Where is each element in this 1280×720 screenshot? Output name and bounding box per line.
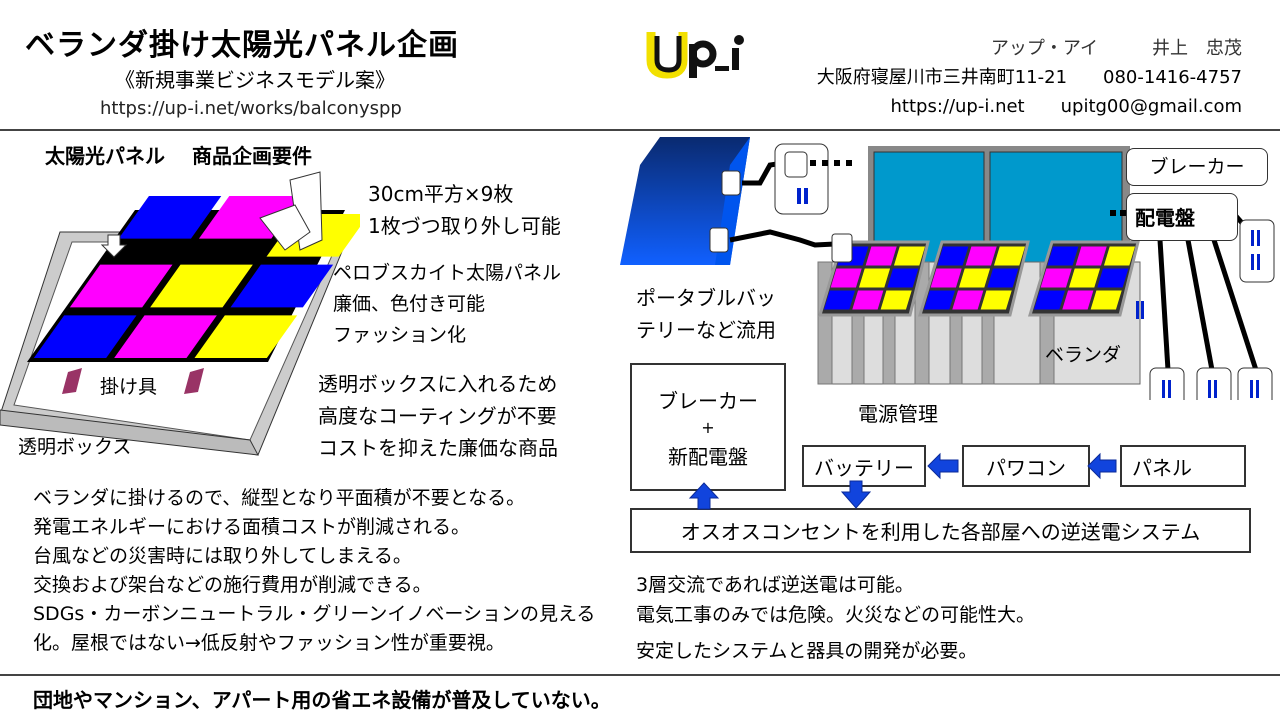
bullet-line: 化。屋根ではない→低反射やファッション性が重要視。 (33, 632, 505, 654)
panel-cell-yellow (880, 290, 912, 310)
panel-cell-blue (987, 268, 1019, 288)
feature-cheap: 廉価、色付き可能 (333, 293, 486, 315)
panel-cell-yellow (1090, 290, 1122, 310)
panel-cell-blue (937, 246, 969, 266)
box-note: 高度なコーティングが不要 (318, 404, 557, 428)
panel-cell-yellow (1103, 246, 1136, 266)
panel-cell-yellow (980, 290, 1012, 310)
divider-bottom (0, 674, 1280, 676)
note-line: 3層交流であれば逆送電は可能。 (636, 574, 914, 596)
panel-cell-yellow (194, 315, 298, 358)
panel-cell-yellow (993, 246, 1026, 266)
panel-cell-blue (923, 290, 956, 310)
feature-fashion: ファッション化 (333, 324, 467, 346)
address-phone: 大阪府寝屋川市三井南町11-21 080-1416-4757 (816, 67, 1242, 88)
plus-text: + (701, 417, 715, 437)
reverse-power-system-box: オスオスコンセントを利用した各部屋への逆送電システム (630, 508, 1251, 553)
feature-perovskite: ペロブスカイト太陽パネル (333, 262, 562, 284)
panel-cell-blue (887, 268, 919, 288)
panel-cell-blue (118, 196, 222, 239)
divider-top (0, 129, 1280, 131)
panel-cell-magenta (865, 246, 897, 266)
panel-cell-blue (33, 315, 137, 358)
panel-board-label: 配電盤 (1126, 193, 1238, 241)
panel-cell-magenta (1062, 290, 1094, 310)
box-note: 透明ボックスに入れるため (318, 372, 558, 396)
panel-cell-blue (1047, 246, 1079, 266)
new-panel-text: 新配電盤 (668, 444, 748, 469)
project-url[interactable]: https://up-i.net/works/balconyspp (100, 98, 402, 119)
subtitle: 《新規事業ビジネスモデル案》 (115, 68, 395, 92)
bullet-line: 交換および架台などの施行費用が削減できる。 (33, 574, 432, 596)
panel-cell-magenta (930, 268, 962, 288)
bullet-line: SDGs・カーボンニュートラル・グリーンイノベーションの見える (33, 603, 596, 625)
footer-text: 団地やマンション、アパート用の省エネ設備が普及していない。 (33, 688, 611, 712)
spec-removable: 1枚づつ取り外し可能 (368, 214, 561, 238)
panel-cell-magenta (1075, 246, 1107, 266)
panel-cell-blue (1033, 290, 1066, 310)
box-label: 透明ボックス (18, 436, 132, 458)
note-line: 電気工事のみでは危険。火災などの可能性大。 (636, 604, 1036, 626)
panel-cell-magenta (114, 315, 217, 358)
web-email[interactable]: https://up-i.net upitg00@gmail.com (890, 96, 1243, 117)
veranda-label: ベランダ (1045, 344, 1122, 366)
panel-box-illustration (0, 171, 360, 456)
bullet-line: ベランダに掛けるので、縦型となり平面積が不要となる。 (33, 487, 526, 509)
balcony-illustration (620, 137, 1275, 400)
spec-size: 30cm平方×9枚 (368, 182, 514, 206)
panel-cell-magenta (1040, 268, 1072, 288)
breaker-panel-box: ブレーカー + 新配電盤 (630, 363, 786, 491)
up-i-logo (646, 32, 744, 79)
panel-cell-yellow (858, 268, 891, 288)
page-title: ベランダ掛け太陽光パネル企画 (25, 28, 459, 63)
panel-cell-blue (1097, 268, 1129, 288)
battery-label: ポータブルバッ (636, 286, 776, 310)
panel-cell-yellow (893, 246, 926, 266)
panel-cell-magenta (852, 290, 884, 310)
note-line: 安定したシステムと器具の開発が必要。 (636, 640, 978, 662)
company-name: アップ・アイ 井上 忠茂 (990, 38, 1242, 59)
panel-cell-blue (823, 290, 856, 310)
section-heading: 太陽光パネル 商品企画要件 (45, 144, 312, 168)
panel-box: パネル (1120, 445, 1246, 487)
panel-cell-magenta (952, 290, 984, 310)
breaker-text: ブレーカー (658, 388, 758, 413)
power-conditioner-box: パワコン (962, 445, 1090, 487)
panel-cell-yellow (958, 268, 991, 288)
panel-cell-magenta (965, 246, 997, 266)
power-management-label: 電源管理 (858, 402, 938, 426)
battery-label: テリーなど流用 (636, 318, 776, 342)
panel-cell-yellow (150, 264, 253, 308)
hook-label: 掛け具 (100, 376, 158, 398)
bullet-line: 発電エネルギーにおける面積コストが削減される。 (33, 516, 471, 538)
box-note: コストを抑えた廉価な商品 (318, 436, 558, 460)
panel-cell-magenta (69, 264, 173, 308)
panel-cell-magenta (830, 268, 862, 288)
flow-arrows (688, 452, 1117, 510)
panel-cell-yellow (1068, 268, 1101, 288)
breaker-label: ブレーカー (1126, 148, 1268, 186)
bullet-line: 台風などの災害時には取り外してしまえる。 (33, 545, 412, 567)
panel-cell-blue (230, 264, 334, 308)
battery-box: バッテリー (802, 445, 926, 487)
